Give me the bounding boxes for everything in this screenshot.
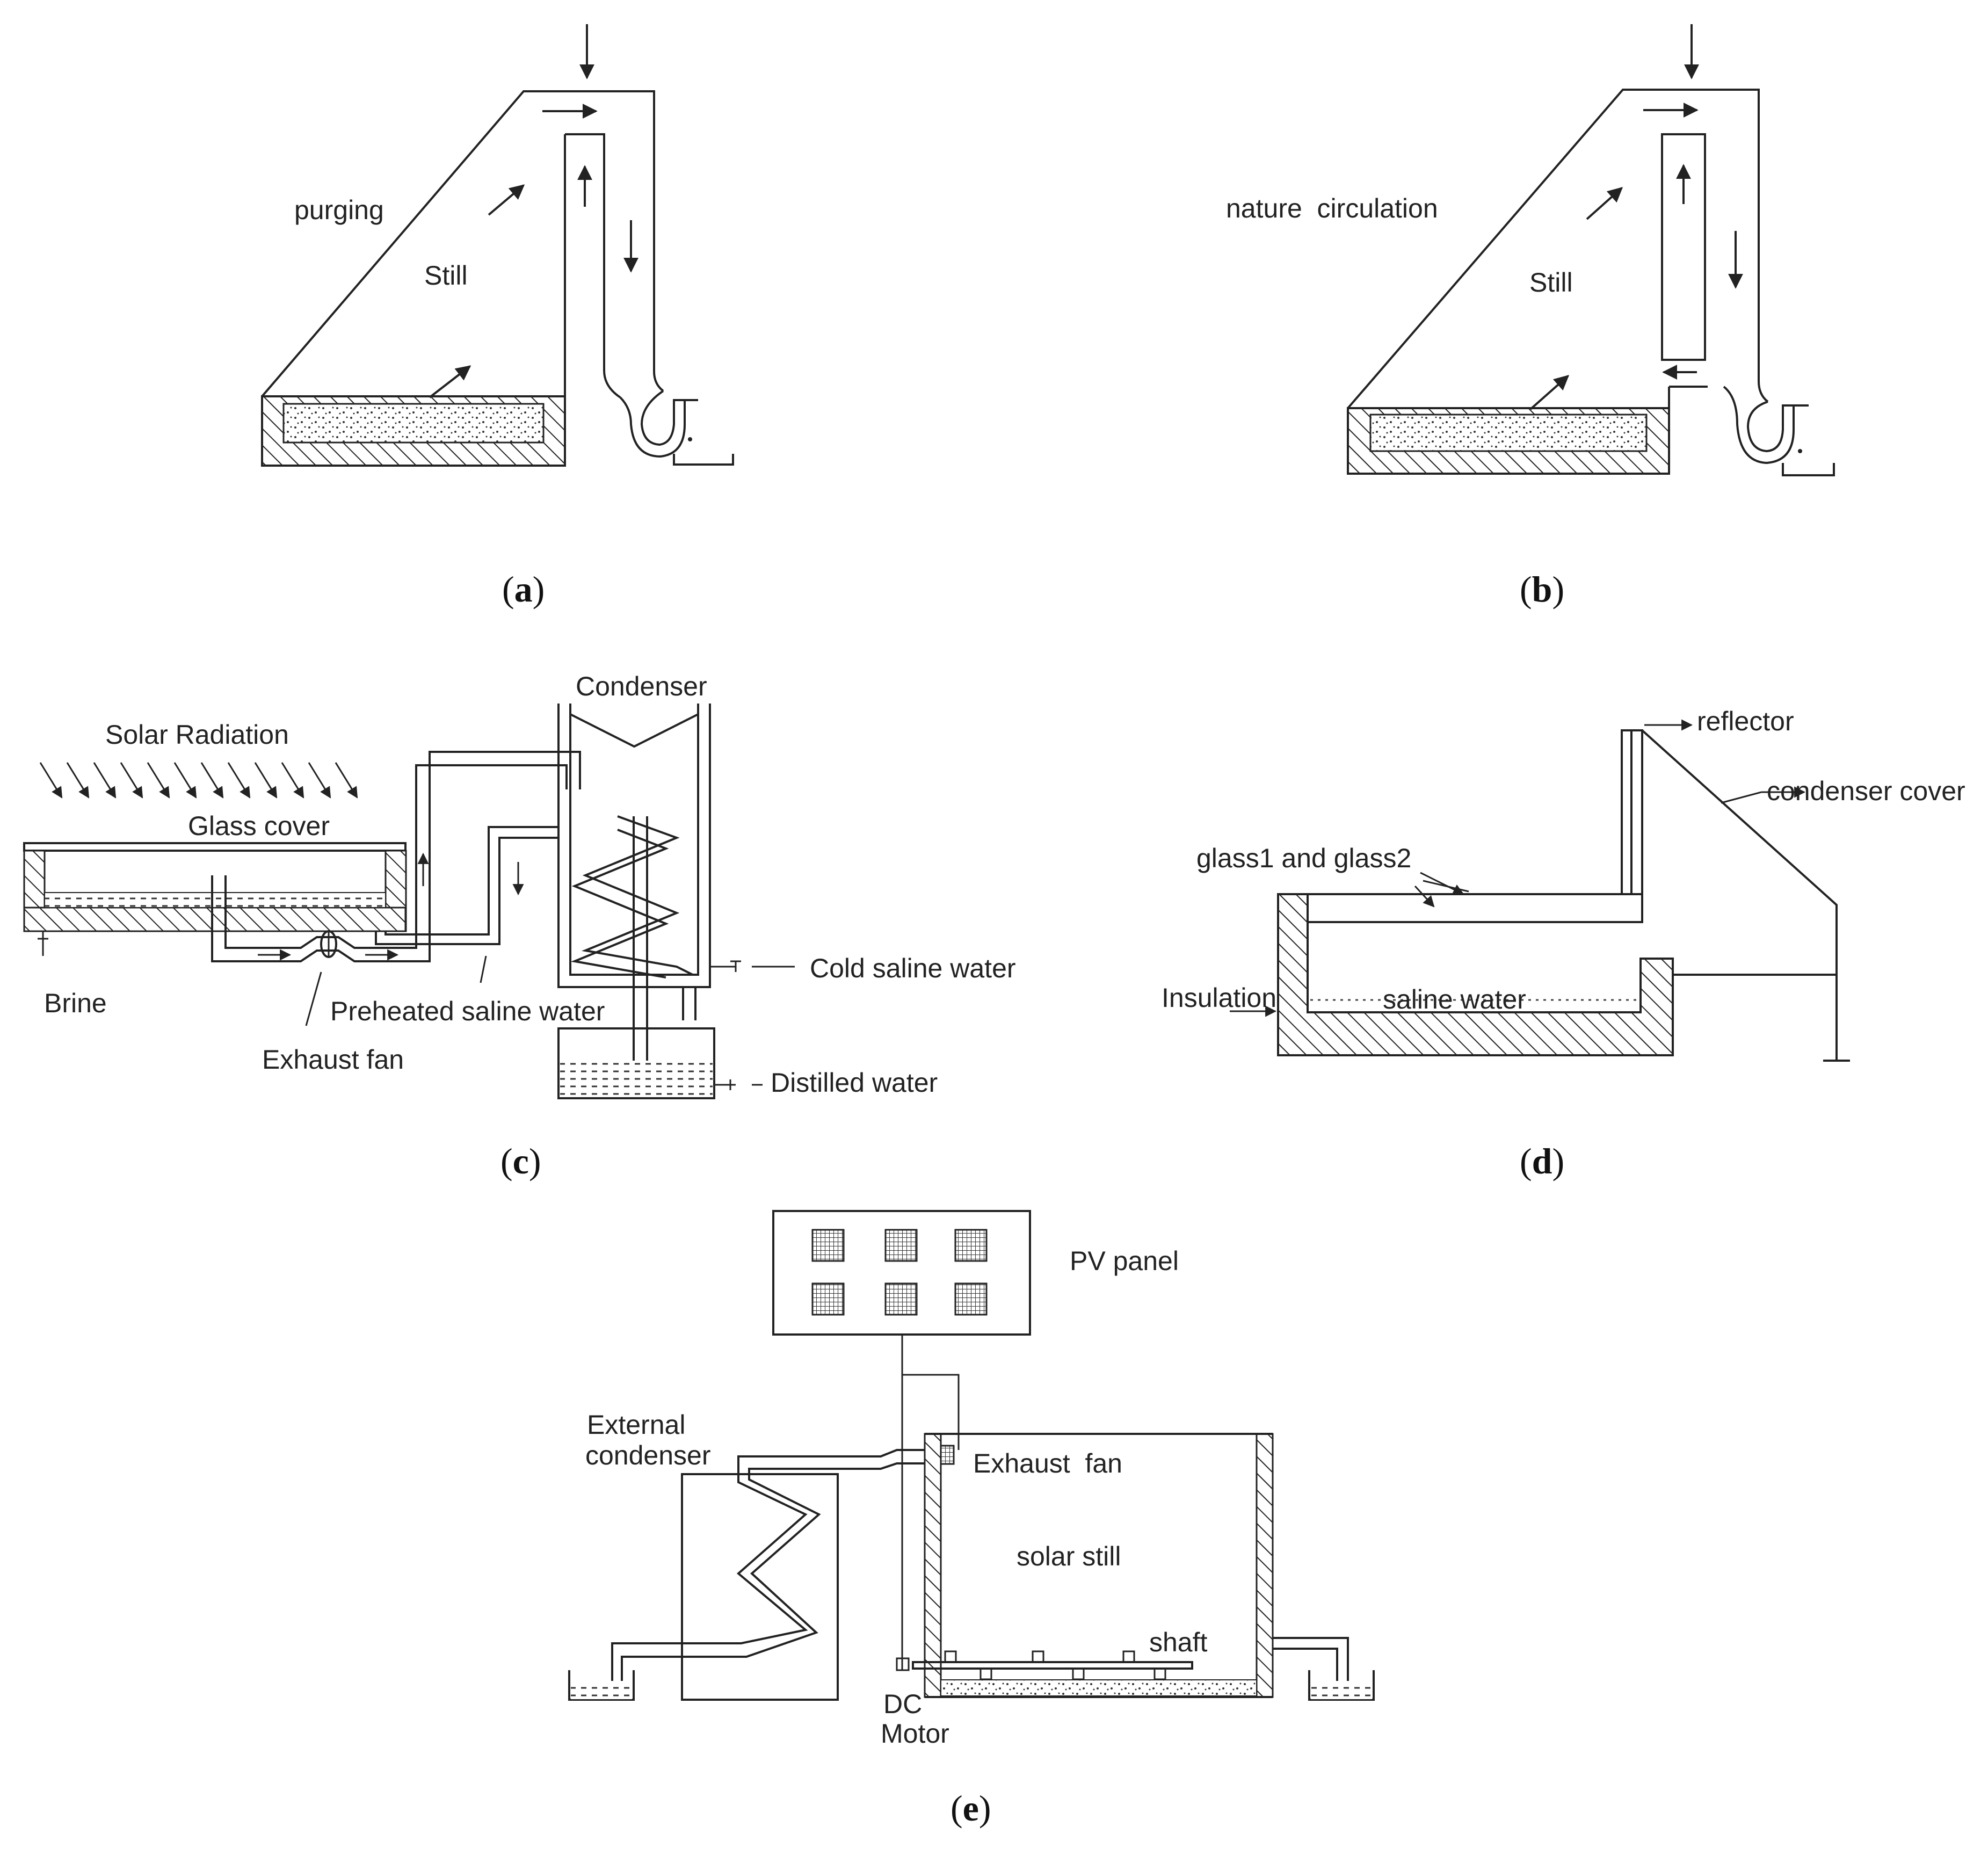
label-still: Still [424, 260, 468, 291]
basin-water [44, 892, 386, 908]
label-condenser: Condenser [576, 671, 707, 701]
still-left-wall [924, 1433, 942, 1698]
left-collector [568, 1670, 635, 1701]
still-outline [261, 90, 664, 397]
inner-duct [1661, 133, 1706, 361]
label-still: Still [1529, 267, 1573, 298]
caption-b-letter: b [1532, 569, 1552, 610]
solar-rays [39, 762, 358, 799]
pv-cell [811, 1229, 845, 1262]
label-preheated-saline-water: Preheated saline water [330, 996, 605, 1026]
duct-inner [224, 764, 568, 949]
condenser-drain [682, 987, 696, 1020]
panel-b: nature circulation Still (b) [1226, 24, 1835, 610]
right-collector [1308, 1670, 1375, 1701]
glass-plates [1307, 893, 1643, 923]
pv-cell [954, 1229, 988, 1262]
panel-e: PV panel solar still Exhaust fan shaft D… [568, 1210, 1375, 1829]
label-motor: Motor [881, 1719, 949, 1749]
label-reflector: reflector [1697, 706, 1794, 736]
label-brine: Brine [44, 988, 107, 1018]
preheated-pipe-outer [375, 837, 558, 945]
condenser-coil-outer [611, 1449, 925, 1681]
panel-c: Solar Radiation Glass cover Brine [23, 671, 1016, 1181]
duct-outer [211, 751, 581, 962]
condenser-coil-b [570, 829, 669, 978]
pv-cell [811, 1282, 845, 1316]
drip [1798, 449, 1802, 453]
right-outlet-inner [1273, 1648, 1338, 1681]
caption-d-letter: d [1532, 1141, 1552, 1181]
cold-inlet-valve [710, 960, 741, 972]
basin-insulation [1277, 893, 1674, 1056]
collector [673, 454, 734, 466]
label-solar-still: solar still [1017, 1541, 1121, 1571]
distilled-outlet [714, 1079, 736, 1090]
right-outlet-outer [1273, 1637, 1349, 1681]
label-dc: DC [883, 1689, 922, 1719]
label-distilled-water: Distilled water [771, 1068, 938, 1098]
pv-cell [884, 1282, 918, 1316]
label-shaft: shaft [1149, 1627, 1208, 1657]
fan-leader [305, 971, 322, 1026]
flow-arrow-diag [488, 184, 525, 216]
caption-c: (c) [500, 1141, 541, 1181]
basin-floor [23, 907, 407, 932]
shaft [912, 1661, 1193, 1670]
label-insulation: Insulation [1162, 983, 1276, 1013]
label-cold-saline-water: Cold saline water [810, 953, 1016, 983]
condenser-cover [1641, 729, 1838, 1061]
label-exhaust-fan: Exhaust fan [973, 1448, 1122, 1478]
label-condenser: condenser [585, 1440, 711, 1470]
inner-duct [565, 133, 621, 398]
pv-cell [884, 1229, 918, 1262]
drip [688, 437, 692, 441]
label-glass-cover: Glass cover [188, 811, 330, 841]
flow-arrow-diag [1586, 187, 1623, 220]
caption-a: (a) [502, 569, 545, 610]
caption-b: (b) [1520, 569, 1564, 610]
glass-cover [23, 842, 407, 852]
saline-water [282, 403, 545, 444]
caption-e: (e) [951, 1788, 991, 1829]
flow-arrow-basin [429, 365, 471, 398]
condenser-coil-a [581, 815, 693, 976]
label-saline-water: saline water [1383, 984, 1526, 1014]
panel-d: reflector condenser cover glass1 and gla… [1162, 706, 1965, 1181]
panel-a: purging Still (a) [261, 24, 734, 610]
label-exhaust-fan: Exhaust fan [262, 1045, 404, 1075]
condenser-cap [570, 713, 699, 748]
label-nature-circulation: nature circulation [1226, 193, 1438, 223]
caption-c-letter: c [513, 1141, 529, 1181]
u-trap [1723, 386, 1795, 465]
preheated-pipe-inner [384, 826, 558, 936]
wire-to-fan [902, 1374, 960, 1450]
label-pv-panel: PV panel [1070, 1246, 1179, 1276]
caption-e-letter: e [963, 1788, 979, 1829]
label-glass: glass1 and glass2 [1196, 843, 1411, 873]
external-condenser-box [681, 1473, 839, 1701]
dc-motor-icon [896, 1657, 910, 1671]
label-condenser-cover: condenser cover [1767, 776, 1965, 806]
pv-cell [954, 1282, 988, 1316]
caption-a-letter: a [514, 569, 533, 610]
exhaust-fan-icon [940, 1445, 955, 1465]
flow-arrow-basin [1529, 375, 1570, 410]
distilled-water-fill [560, 1061, 713, 1097]
still-outline [1347, 89, 1769, 409]
u-trap [619, 390, 686, 458]
distilled-tank [557, 1027, 715, 1099]
label-purging: purging [294, 195, 384, 225]
condenser-coil-inner [621, 1462, 925, 1681]
label-solar-radiation: Solar Radiation [105, 720, 289, 750]
caption-d: (d) [1520, 1141, 1564, 1181]
collector [1782, 463, 1835, 476]
label-external: External [587, 1410, 685, 1440]
saline-water [1369, 414, 1648, 452]
still-water [940, 1679, 1257, 1696]
still-right-wall [1256, 1433, 1274, 1698]
